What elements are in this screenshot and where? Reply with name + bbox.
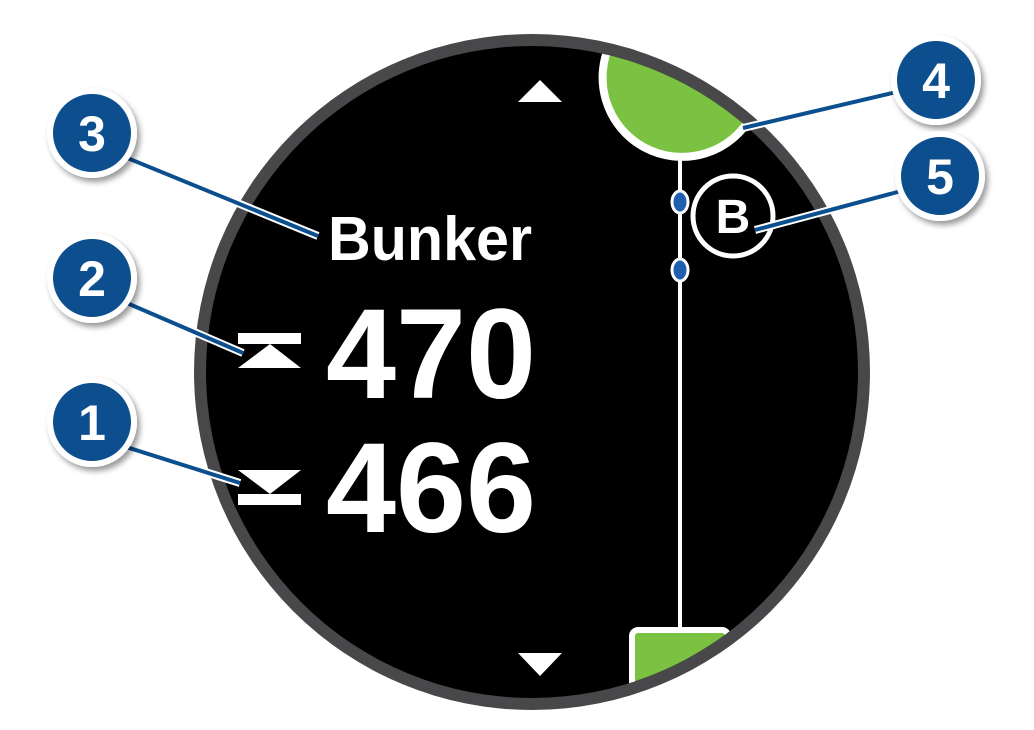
- callout-4-label: 4: [922, 53, 950, 109]
- callout-2-label: 2: [78, 251, 106, 307]
- distance-carry-icon: [238, 470, 301, 505]
- green-icon: [598, 46, 758, 161]
- callout-4: [891, 35, 981, 125]
- callout-3-label: 3: [78, 106, 106, 162]
- layup-dot-icon: [670, 257, 690, 283]
- triangle-down-icon[interactable]: [518, 653, 562, 676]
- callout-2: [47, 233, 137, 323]
- distance-carry-value: 466: [326, 417, 536, 560]
- callout-5-label: 5: [926, 149, 954, 205]
- hazard-marker-label: B: [716, 191, 751, 244]
- distance-front-value: 470: [326, 283, 536, 426]
- layup-dot-icon: [670, 189, 690, 215]
- distance-front-icon: [238, 333, 301, 368]
- hazard-marker-icon[interactable]: [690, 173, 776, 259]
- callout-1-label: 1: [78, 395, 106, 451]
- callout-3: [47, 88, 137, 178]
- callout-5: [895, 131, 985, 221]
- callout-1: [47, 377, 137, 467]
- hazard-name: Bunker: [328, 205, 532, 274]
- triangle-up-icon[interactable]: [518, 80, 562, 102]
